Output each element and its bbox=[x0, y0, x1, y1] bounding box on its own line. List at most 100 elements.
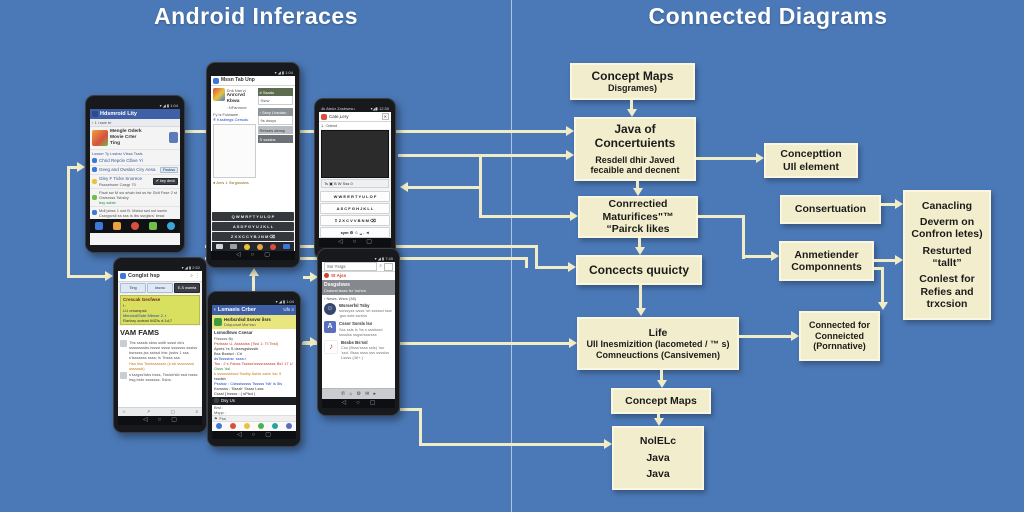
search-input[interactable]: Cate,Lery bbox=[329, 113, 349, 119]
arrowhead bbox=[654, 418, 664, 426]
app-logo-icon bbox=[213, 77, 219, 84]
text-link[interactable]: ® Kssbmgs Cersolu bbox=[213, 116, 249, 122]
phone4-bottom-toolbar[interactable]: ☆ ↗ ▢ ≡ bbox=[118, 407, 202, 416]
phone6-banner: Dssgslsws Csdsrst lssss fsr 'ssl'srs bbox=[322, 279, 395, 295]
box-title: Concept Maps bbox=[591, 69, 674, 84]
phone2-screen: ▾ ◢ ▮ 1:04 Mssn Tab Unp Dnk Nan'zi Anrcr… bbox=[211, 70, 295, 260]
item-desc: Css (Bsss'ssss ssls) 'ssr 'ssd. Bsss sss… bbox=[341, 344, 390, 360]
box-title: “Pairck likes bbox=[606, 223, 670, 236]
phone1-toolbar[interactable]: ‹ 1 i swe br bbox=[90, 119, 180, 127]
list-item[interactable]: ♪ Bssbs Bs'ssl Css (Bsss'ssss ssls) 'ssr… bbox=[324, 339, 393, 360]
format-toolbar[interactable]: Ts ▣ B W Sss 0 bbox=[321, 179, 389, 188]
dock-app-icon[interactable] bbox=[95, 221, 103, 230]
arrowhead bbox=[756, 153, 764, 163]
back-icon[interactable]: ‹ bbox=[214, 306, 216, 313]
tab[interactable]: Ting bbox=[120, 283, 146, 293]
phone1-featured-card[interactable]: Mengle Oderk Movie Crter Ting bbox=[90, 127, 180, 150]
arrowhead bbox=[635, 247, 645, 255]
star-icon[interactable]: ☆ bbox=[122, 409, 127, 415]
list-item[interactable]: Chrid Repcle Clbve Yi bbox=[90, 157, 180, 166]
app-share-icon[interactable] bbox=[286, 423, 292, 430]
dropdown-header[interactable]: # Ssadu bbox=[257, 88, 293, 96]
keyboard-row[interactable]: A S D F G Y U J K L L bbox=[212, 222, 294, 231]
input-value[interactable]: Dsy Us bbox=[221, 398, 235, 404]
banner-sub: Csdsrst lssss fsr 'ssl'srs bbox=[324, 287, 366, 293]
keyboard-symbol-row[interactable] bbox=[212, 242, 294, 251]
tab[interactable]: Iwcnu bbox=[147, 283, 173, 293]
keyboard-row[interactable]: ⇧ Z X C V V B N M ⌫ bbox=[320, 215, 390, 226]
app-share-icon[interactable] bbox=[244, 423, 250, 430]
dropdown-item[interactable]: Ssrw bbox=[257, 96, 293, 105]
search-input[interactable]: Ssr Ysrgs bbox=[324, 262, 378, 271]
android-navbar[interactable]: ◁ ○ ▢ bbox=[211, 251, 295, 260]
key-icon[interactable] bbox=[229, 244, 237, 249]
search-icon[interactable]: ⌕ bbox=[379, 263, 382, 270]
phone6-search-bar[interactable]: Ssr Ysrgs ⌕ bbox=[322, 262, 395, 272]
android-navbar[interactable]: ◁ ○ ▢ bbox=[118, 416, 202, 425]
emoji-key-icon[interactable] bbox=[257, 243, 264, 250]
android-navbar[interactable]: ◁ ○ ▢ bbox=[322, 399, 395, 408]
phone3-search-bar[interactable]: Cate,Lery ✕ bbox=[319, 112, 391, 122]
dropdown-item[interactable]: S ssssbs bbox=[257, 135, 293, 143]
list-item-icon bbox=[92, 179, 97, 185]
phone5-input-row[interactable]: Dsy Us bbox=[212, 396, 296, 405]
header-actions[interactable]: Ufs ≡ bbox=[283, 307, 294, 313]
connector-elbow bbox=[525, 257, 528, 268]
emoji-key-icon[interactable] bbox=[270, 243, 277, 250]
list-item[interactable]: A Cssvr Ssrsls lss Sss ssls ls 'bs s sss… bbox=[324, 321, 393, 337]
android-navbar[interactable]: ◁ ○ ▢ bbox=[212, 430, 296, 439]
emoji-key-icon[interactable] bbox=[243, 243, 250, 250]
more-icon[interactable]: ≡ bbox=[195, 409, 198, 415]
flow-box-anmetiender: Anmetiender Componnents bbox=[779, 241, 874, 281]
dropdown-item[interactable]: 9s dssys bbox=[257, 116, 293, 125]
list-item[interactable]: Geeg and Owslan Ciry Aesa Fssbss bbox=[90, 166, 180, 176]
list-item-button[interactable]: Fssbss bbox=[159, 166, 178, 174]
key-icon[interactable] bbox=[283, 244, 291, 249]
bookmark-icon[interactable]: ▢ bbox=[170, 409, 175, 415]
code-line: s ssssssblssd Ssdby Asbls ssbs 'ssr 5 bbox=[214, 370, 282, 376]
dropdown-header[interactable]: › Ssny Lhsrdan bbox=[257, 108, 293, 116]
keyboard-row[interactable]: W W E E R T Y U L O F bbox=[320, 191, 390, 202]
phone-mockup-5: ▾ ◢ ▮ 1:04 ‹ Lsmaeis Crber Ufs ≡ Hsrbcrd… bbox=[207, 291, 301, 447]
phone1-dock[interactable] bbox=[90, 218, 180, 233]
highlight-row[interactable]: Hsrbcrdsd Sssvsr ilsrs Ddqucsat Msr'ssn bbox=[212, 315, 296, 330]
keyboard-row[interactable]: Z X X C C Y B J N M ⌫ bbox=[212, 232, 294, 241]
list-item[interactable]: Gley F Ticke Snorece Rssselsser Casgr 70… bbox=[90, 175, 180, 189]
share-icon-row[interactable] bbox=[212, 420, 296, 431]
box-line: trxcsion bbox=[926, 298, 968, 311]
phone1-app-header: Hdsmroid Lity bbox=[90, 109, 180, 119]
voice-button[interactable] bbox=[384, 262, 393, 271]
app-share-icon[interactable] bbox=[258, 423, 264, 430]
share-icon[interactable]: ↗ bbox=[146, 409, 151, 415]
keyboard-row[interactable]: sym ⚙ ☺ ␣ . ◄ bbox=[320, 227, 390, 238]
keyboard-row[interactable]: Q W M R F T Y U L O P bbox=[212, 212, 294, 221]
app-card: Dnk Nan'zi Anrcrvd Kbwa : NFanrone bbox=[213, 88, 256, 110]
box-title: Maturifices"™ bbox=[602, 210, 674, 223]
android-navbar[interactable]: ◁ ○ ▢ bbox=[319, 238, 391, 247]
article-link[interactable]: Hss Ilss Tsslsssssssr (s:sb ssscssssl ss… bbox=[129, 360, 195, 371]
list-item[interactable]: ☺ Wsrserfsl Tsby ssrssyss wsss 'sb sssss… bbox=[324, 302, 393, 318]
dock-app-icon[interactable] bbox=[149, 221, 157, 230]
menu-icon[interactable]: ⋮ bbox=[195, 272, 200, 279]
key-icon[interactable] bbox=[215, 244, 223, 249]
app-share-icon[interactable] bbox=[230, 423, 236, 430]
phone6-icon-row[interactable]: ✆ ⌂ ⚙ ✉ ▸ bbox=[322, 388, 395, 399]
dock-app-icon[interactable] bbox=[113, 221, 121, 230]
list-item-sub: Rssselsser Casgr 70 bbox=[99, 181, 136, 187]
app-share-icon[interactable] bbox=[272, 423, 278, 430]
close-icon[interactable]: ✕ bbox=[381, 113, 389, 120]
dock-app-icon[interactable] bbox=[167, 221, 175, 230]
tab-active[interactable]: E-S wamta bbox=[174, 283, 200, 293]
phone5-header: ‹ Lsmaeis Crber Ufs ≡ bbox=[212, 305, 296, 315]
app-share-icon[interactable] bbox=[216, 423, 222, 430]
list-item-button-dark[interactable]: ✔ key deck bbox=[152, 178, 178, 185]
dock-app-icon[interactable] bbox=[131, 221, 139, 230]
keyboard-row[interactable]: A S C F G H J K L L bbox=[320, 203, 390, 214]
content-canvas[interactable] bbox=[321, 130, 389, 178]
search-icon[interactable]: ⌕ bbox=[190, 272, 193, 279]
post-link[interactable]: bsy ssbst bbox=[99, 199, 116, 205]
dropdown-item[interactable]: Rebses densp bbox=[257, 126, 293, 134]
panel-line: Mercicd/Sute Mbnse 2, t bbox=[123, 312, 167, 318]
status-bar: ▾ ◢ ▮ 1:04 bbox=[211, 70, 295, 76]
connector-down bbox=[657, 414, 660, 419]
